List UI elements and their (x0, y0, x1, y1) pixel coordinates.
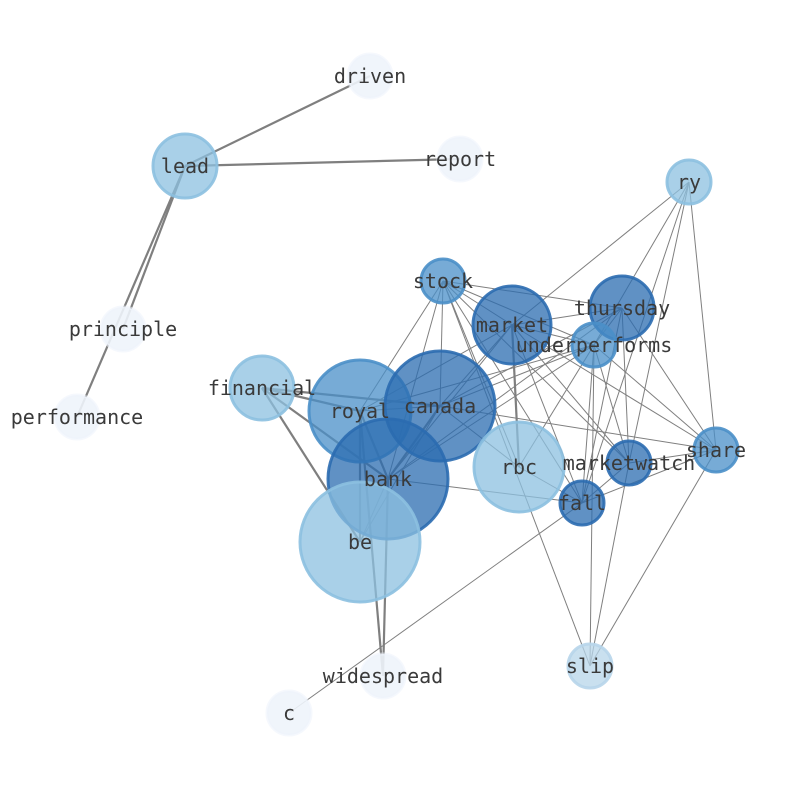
edge-fall-c (288, 502, 583, 714)
node-label-thursday: thursday (574, 296, 670, 320)
edge-underperforms-fall (581, 344, 595, 504)
node-financial (228, 354, 296, 422)
node-driven (346, 52, 394, 100)
node-slip (566, 642, 614, 690)
nodes-layer (53, 52, 740, 737)
node-widespread (359, 652, 407, 700)
node-label-fall: fall (558, 491, 606, 515)
node-label-c: c (283, 701, 295, 725)
edge-lead-performance (75, 165, 187, 418)
node-label-bank: bank (364, 467, 412, 491)
node-label-principle: principle (69, 317, 177, 341)
node-be (298, 480, 422, 604)
node-label-performance: performance (11, 405, 143, 429)
node-label-rbc: rbc (501, 455, 537, 479)
node-lead (151, 132, 219, 200)
edge-lead-report (184, 157, 461, 168)
node-label-ry: ry (677, 170, 701, 194)
node-ry (665, 158, 713, 206)
node-label-market: market (476, 313, 548, 337)
node-fall (558, 479, 606, 527)
node-marketwatch (605, 439, 653, 487)
node-underperforms (570, 321, 618, 369)
node-label-royal: royal (330, 399, 390, 423)
edge-lead-driven (184, 75, 371, 167)
node-label-share: share (686, 438, 746, 462)
edge-underperforms-share (593, 344, 717, 451)
edge-ry-fall (581, 181, 690, 504)
node-thursday (588, 274, 656, 342)
node-label-canada: canada (404, 394, 476, 418)
labels-layer: driven report lead ry principle performance st… (11, 64, 746, 725)
edge-ry-share (688, 181, 717, 451)
node-label-stock: stock (413, 269, 473, 293)
node-label-be: be (348, 530, 372, 554)
edge-share-slip (589, 449, 717, 667)
node-stock (419, 257, 467, 305)
node-rbc (472, 420, 566, 514)
node-market (471, 284, 553, 366)
node-label-report: report (424, 147, 496, 171)
node-label-lead: lead (161, 154, 209, 178)
node-c (265, 689, 313, 737)
node-label-marketwatch: marketwatch (563, 451, 695, 475)
node-label-slip: slip (566, 654, 614, 678)
edge-ry-marketwatch (628, 181, 690, 464)
node-report (436, 135, 484, 183)
node-performance (53, 393, 101, 441)
node-label-financial: financial (208, 376, 316, 400)
node-principle (99, 305, 147, 353)
edge-share-fall (581, 449, 717, 504)
edge-marketwatch-slip (589, 462, 630, 667)
node-label-widespread: widespread (323, 664, 443, 688)
node-label-underperforms: underperforms (516, 333, 673, 357)
node-share (692, 426, 740, 474)
node-label-driven: driven (334, 64, 406, 88)
